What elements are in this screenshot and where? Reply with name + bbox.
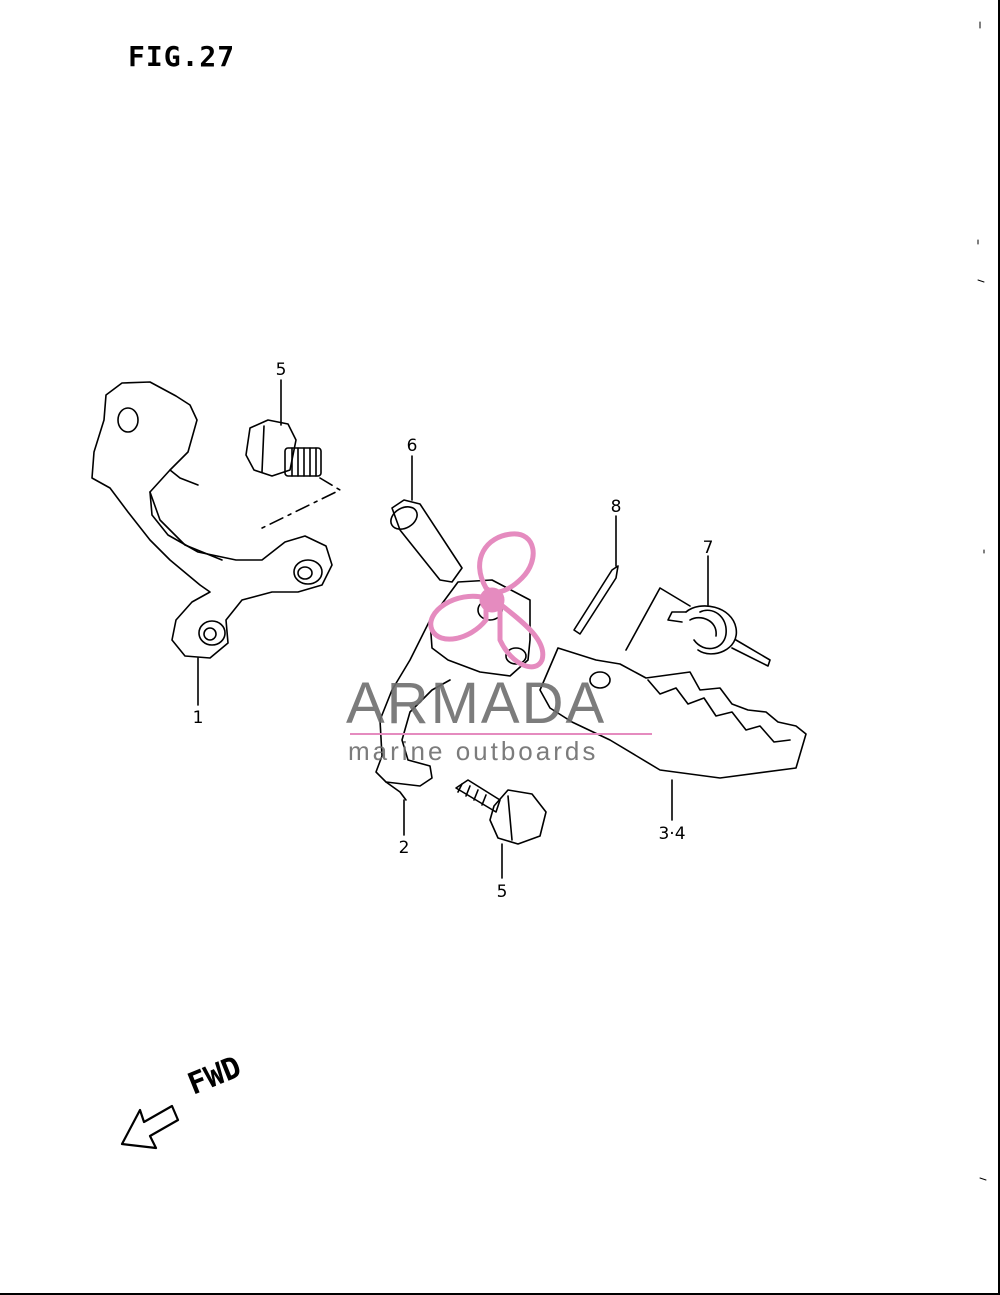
callout-7: 7 [702,538,714,558]
part-pin-6 [390,455,463,583]
part-cotter-pin-8 [573,515,619,635]
callout-2: 2 [398,838,410,858]
callout-1: 1 [192,708,204,728]
watermark-subtitle: marine outboards [348,736,599,766]
arrow-left-down-icon [120,1104,180,1150]
scan-specks [977,21,987,1181]
callout-8: 8 [610,497,622,517]
part-bolt-5-lower [455,779,547,879]
callout-6: 6 [406,436,418,456]
callout-5-lower: 5 [496,882,508,902]
part-step-plate-3-4 [539,647,807,821]
callout-3-4: 3·4 [658,824,686,844]
watermark-title: ARMADA [346,671,607,736]
callout-5-upper: 5 [275,360,287,380]
part-bolt-5-upper [245,379,341,531]
part-spring-7 [625,555,771,667]
watermark-divider [350,733,652,735]
figure-title: FIG.27 [128,40,236,73]
part-bracket-1 [91,381,333,706]
propeller-logo-icon [428,531,546,670]
